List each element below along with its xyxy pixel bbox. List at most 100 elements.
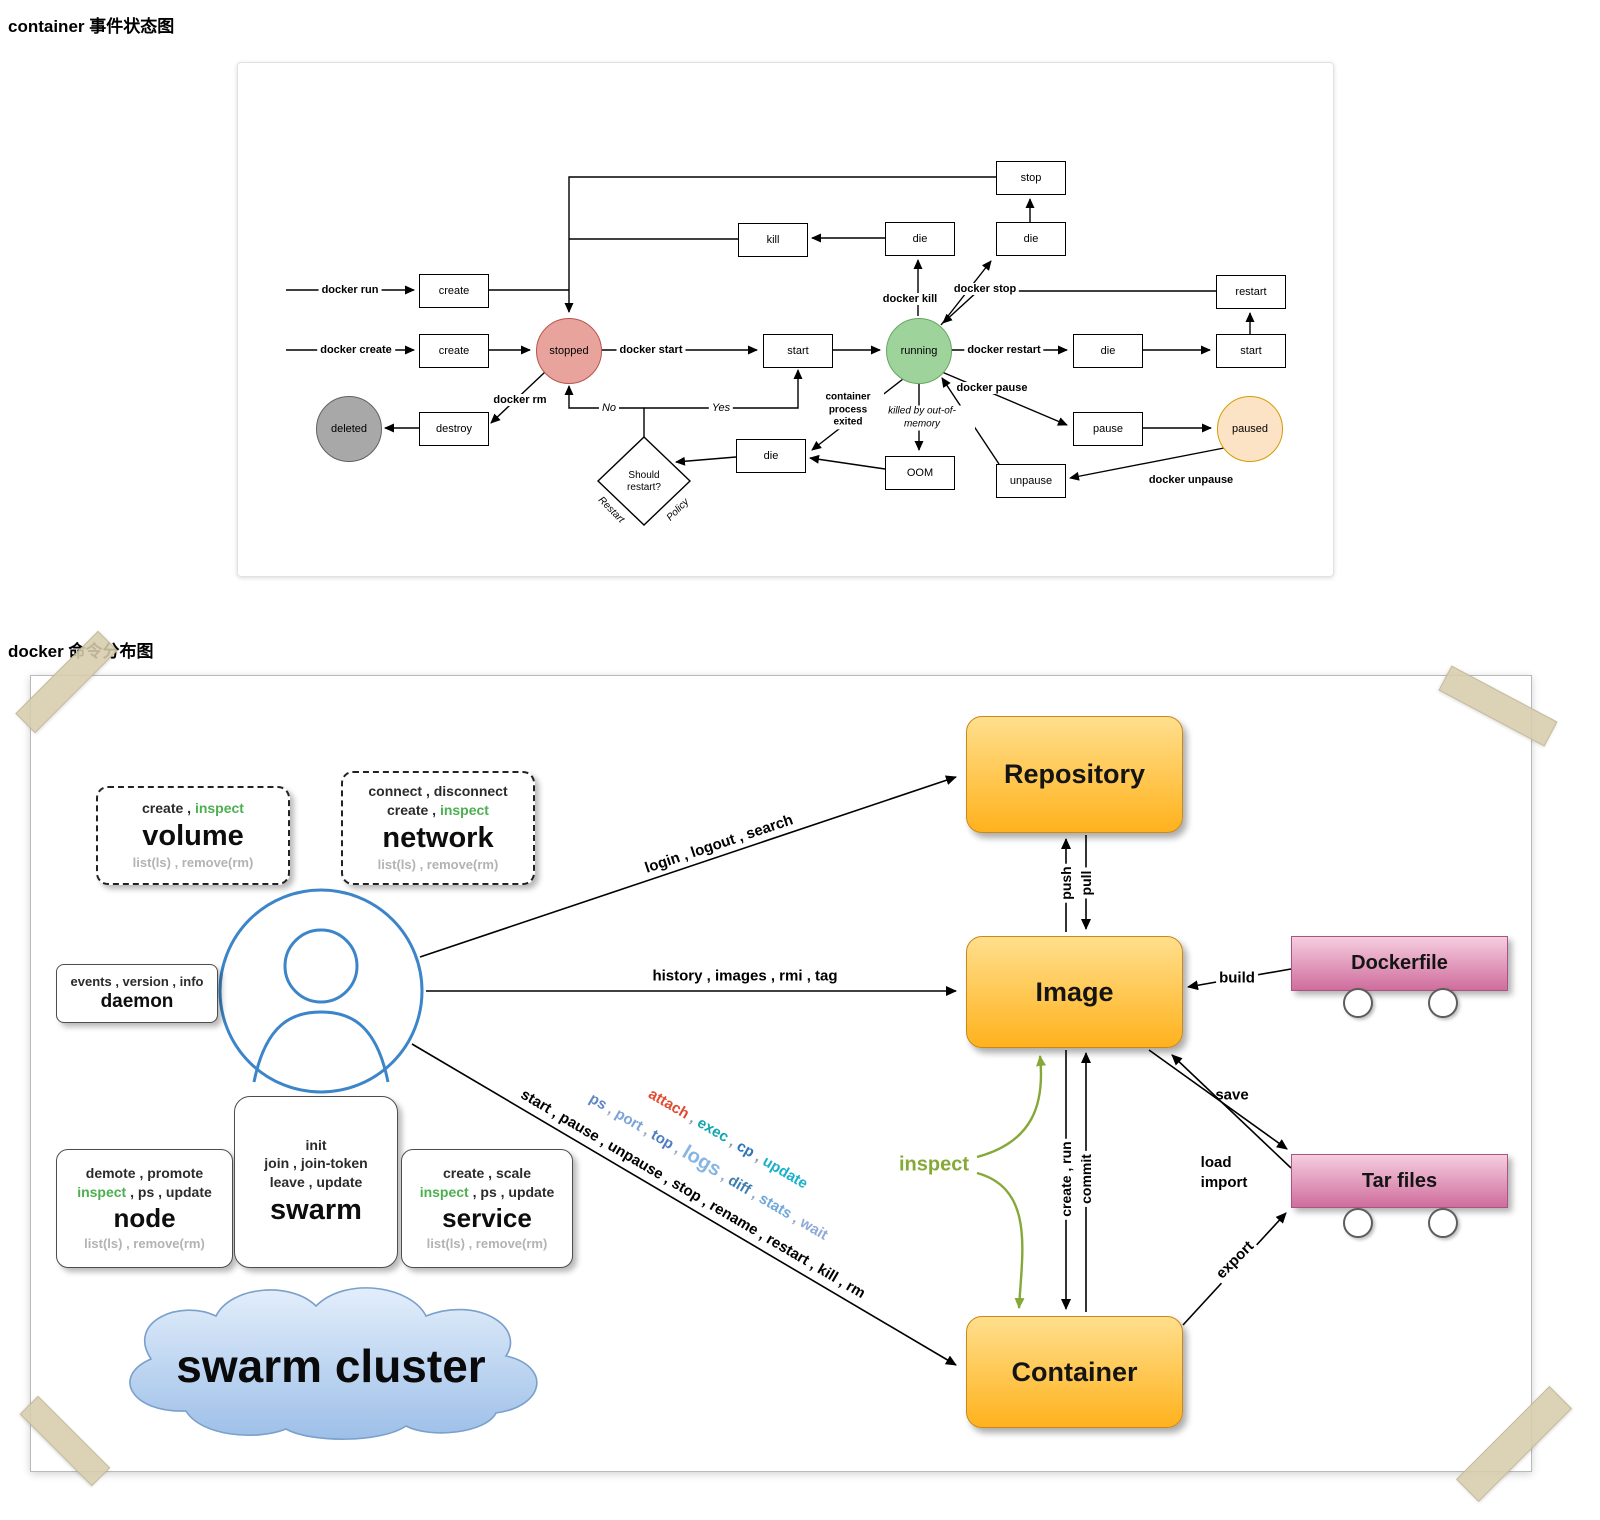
group-box-volume: create , inspect volume list(ls) , remov… [96, 786, 290, 885]
event-box-pause: pause [1073, 412, 1143, 446]
entity-container: Container [966, 1316, 1183, 1428]
event-box-start: start [763, 334, 833, 368]
edge-label-load-import: load import [1198, 1152, 1250, 1194]
edge-label-build: build [1216, 969, 1258, 987]
edge-label-yes: Yes [708, 402, 734, 414]
service-inspect-label: inspect [419, 1184, 469, 1201]
swarm-leave-commands: leave , update [269, 1174, 363, 1191]
edge-oom-to-die [809, 454, 886, 470]
group-box-swarm: init join , join-token leave , update sw… [234, 1096, 398, 1268]
edge-label-create-run: create , run [1058, 1138, 1074, 1220]
state-diagram-title: container 事件状态图 [8, 17, 175, 36]
volume-commands: create , inspect [142, 799, 244, 818]
edge-label-commit: commit [1078, 1151, 1094, 1207]
service-create-commands: create , scale [443, 1165, 531, 1182]
group-box-daemon: events , version , info daemon [56, 964, 218, 1023]
entity-image: Image [966, 936, 1183, 1048]
edge-stop-to-stopped [564, 176, 996, 313]
network-name: network [382, 821, 494, 854]
edge-die-to-decision [675, 456, 737, 466]
edge-label-docker-create: docker create [317, 344, 395, 356]
event-box-destroy: destroy [419, 412, 489, 446]
network-create-commands: create , inspect [387, 801, 489, 820]
network-connect-commands: connect , disconnect [368, 782, 508, 799]
user-circle-outline [218, 888, 424, 1094]
group-box-service: create , scale inspect , ps , update ser… [401, 1149, 573, 1268]
network-list-commands: list(ls) , remove(rm) [377, 856, 499, 872]
event-box-start-restart: start [1216, 334, 1286, 368]
edge-label-inspect: inspect [898, 1153, 970, 1176]
decision-diamond [596, 436, 692, 526]
event-box-create: create [419, 334, 489, 368]
swarm-name: swarm [270, 1194, 362, 1227]
user-head [283, 928, 359, 1004]
decision-label: Should restart? [627, 470, 661, 493]
state-diagram-card: stop kill die die create restart create … [237, 62, 1334, 577]
tar-files-wheel-left [1343, 1208, 1373, 1238]
edge-label-docker-start: docker start [616, 344, 686, 356]
user-icon [218, 888, 424, 1094]
node-name: node [113, 1203, 176, 1234]
edge-label-docker-run: docker run [318, 284, 382, 296]
tar-files-wheel-right [1428, 1208, 1458, 1238]
edge-user-repository [419, 775, 957, 958]
node-role-commands: demote , promote [85, 1165, 204, 1182]
service-ps-update-label: , ps , update [468, 1184, 555, 1201]
edge-label-image-cmds: history , images , rmi , tag [652, 967, 838, 985]
note-oom: killed by out-of-memory [869, 405, 975, 431]
node-inspect-label: inspect [77, 1184, 127, 1201]
volume-create-label: create , [142, 799, 195, 816]
entity-repository: Repository [966, 716, 1183, 833]
state-diagram-arrow-layer [286, 176, 1255, 526]
event-box-stop: stop [996, 161, 1066, 195]
volume-list-commands: list(ls) , remove(rm) [132, 854, 254, 870]
dockerfile-wheel-left [1343, 988, 1373, 1018]
network-create-label: create , [387, 801, 440, 818]
event-box-unpause: unpause [996, 464, 1066, 498]
volume-inspect-label: inspect [194, 799, 244, 816]
edge-docker-pause [941, 371, 1068, 426]
state-circle-paused: paused [1217, 396, 1283, 462]
node-list-commands: list(ls) , remove(rm) [84, 1235, 205, 1251]
event-box-create-run: create [419, 274, 489, 308]
dockerfile-wheel-right [1428, 988, 1458, 1018]
swarm-init-command: init [305, 1136, 327, 1153]
edge-label-pull: pull [1078, 867, 1094, 899]
user-shoulders [252, 1010, 390, 1083]
event-box-die-exit: die [736, 439, 806, 473]
edge-label-docker-pause: docker pause [953, 382, 1031, 394]
edge-label-docker-stop: docker stop [950, 283, 1020, 295]
edge-inspect-image [976, 1055, 1047, 1159]
event-box-oom: OOM [885, 456, 955, 490]
event-box-die-kill: die [885, 222, 955, 256]
entity-dockerfile: Dockerfile [1291, 936, 1508, 991]
edge-decision-yes [644, 369, 803, 409]
edge-user-container [411, 1043, 957, 1366]
edge-docker-unpause [1069, 447, 1225, 481]
edge-load-import [1171, 1054, 1292, 1169]
daemon-commands: events , version , info [70, 973, 204, 989]
volume-name: volume [142, 819, 244, 852]
edge-label-docker-restart: docker restart [964, 344, 1044, 356]
service-name: service [442, 1203, 532, 1234]
event-box-restart: restart [1216, 275, 1286, 309]
group-box-node: demote , promote inspect , ps , update n… [56, 1149, 233, 1268]
edge-label-no: No [598, 402, 620, 414]
state-circle-stopped: stopped [536, 318, 602, 384]
event-box-kill: kill [738, 223, 808, 257]
service-info-commands: inspect , ps , update [420, 1183, 555, 1202]
node-info-commands: inspect , ps , update [77, 1183, 212, 1202]
network-inspect-label: inspect [439, 801, 489, 818]
daemon-name: daemon [100, 991, 174, 1013]
state-circle-running: running [886, 318, 952, 384]
edge-label-push: push [1058, 863, 1074, 903]
entity-tar-files: Tar files [1291, 1154, 1508, 1208]
edge-inspect-container [976, 1171, 1025, 1309]
edge-label-docker-unpause: docker unpause [1145, 474, 1237, 486]
service-list-commands: list(ls) , remove(rm) [426, 1235, 548, 1251]
swarm-cluster-label: swarm cluster [176, 1340, 486, 1392]
edge-label-docker-kill: docker kill [879, 293, 941, 305]
node-ps-update-label: , ps , update [126, 1184, 212, 1201]
edge-label-load: load [1200, 1153, 1232, 1171]
